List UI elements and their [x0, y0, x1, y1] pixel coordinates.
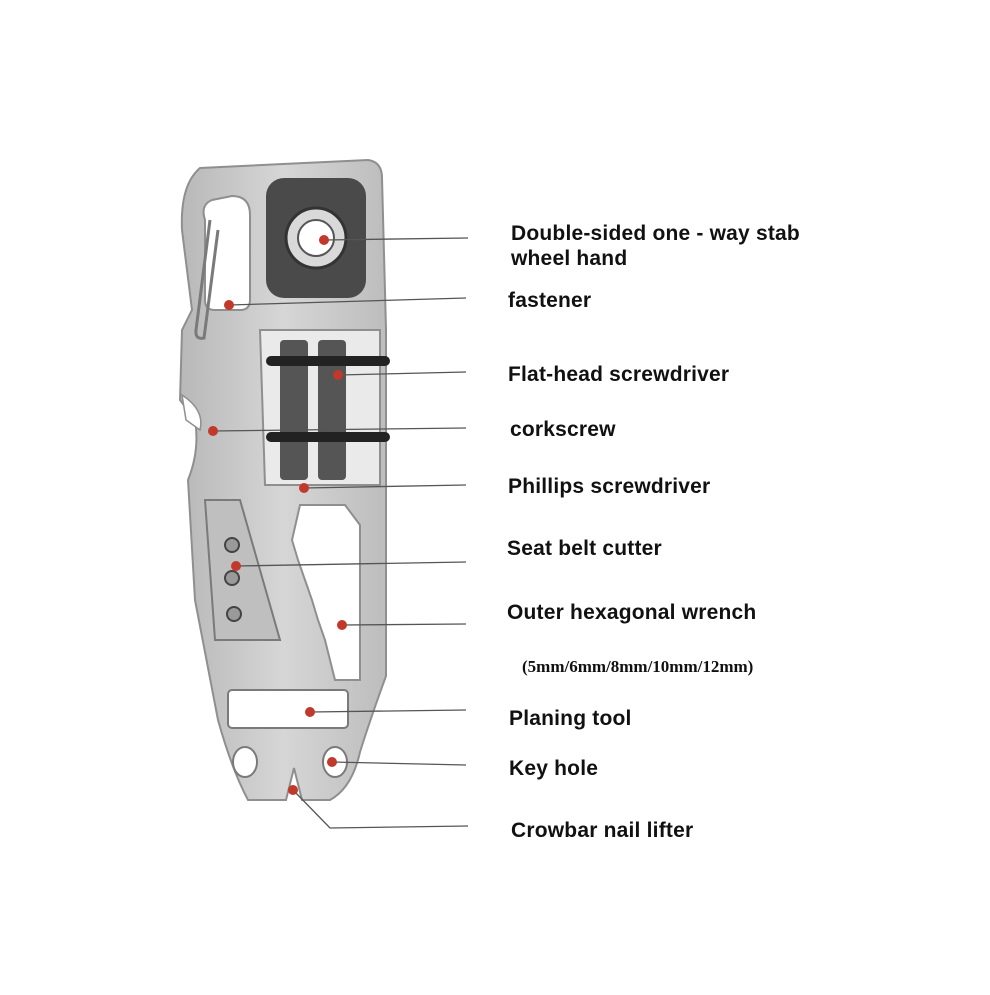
label-fastener: fastener [508, 289, 592, 312]
marker-stab-wheel [319, 235, 329, 245]
blade-screw-1 [224, 537, 240, 553]
marker-planing [305, 707, 315, 717]
label-hex-sizes: (5mm/6mm/8mm/10mm/12mm) [522, 657, 754, 676]
leader-phillips [303, 484, 467, 489]
bottle-opener-notch [180, 393, 202, 432]
blade-screw-3 [226, 606, 242, 622]
label-planing: Planing tool [509, 707, 632, 730]
bit-band-bottom [266, 432, 390, 442]
label-crowbar: Crowbar nail lifter [511, 819, 694, 842]
key-hole-left [232, 746, 258, 778]
marker-crowbar [288, 785, 298, 795]
carabiner-clip [202, 194, 251, 311]
leader-fastener [228, 297, 467, 306]
clip-wire [194, 219, 220, 340]
hex-wrench-cutout [290, 504, 361, 681]
leader-stab-wheel [323, 237, 469, 241]
leader-lines [212, 237, 469, 829]
planing-slot [227, 689, 349, 729]
label-stab-wheel-line1: Double-sided one - way stab [511, 222, 800, 245]
marker-hex-wrench [337, 620, 347, 630]
label-stab-wheel-line2: wheel hand [511, 247, 628, 270]
leader-planing [309, 709, 467, 713]
marker-fastener [224, 300, 234, 310]
marker-corkscrew [208, 426, 218, 436]
leader-corkscrew [212, 427, 467, 432]
bit-band-top [266, 356, 390, 366]
leader-seat-belt [235, 561, 467, 567]
label-key-hole: Key hole [509, 757, 599, 780]
leader-flat-head [337, 371, 467, 376]
leader-hex-wrench [341, 623, 467, 626]
marker-key-hole [327, 757, 337, 767]
leader-key-hole [331, 761, 467, 766]
marker-phillips [299, 483, 309, 493]
flat-head-bit [280, 340, 308, 480]
seat-belt-blade [203, 499, 282, 641]
label-corkscrew: corkscrew [510, 418, 616, 441]
label-seat-belt: Seat belt cutter [507, 537, 662, 560]
marker-dots [208, 235, 347, 795]
blade-screw-2 [224, 570, 240, 586]
marker-flat-head [333, 370, 343, 380]
label-flat-head: Flat-head screwdriver [508, 363, 730, 386]
marker-seat-belt [231, 561, 241, 571]
label-hex-wrench: Outer hexagonal wrench [507, 601, 757, 624]
leader-crowbar [292, 789, 469, 829]
stab-wheel-hole [297, 219, 335, 257]
label-phillips: Phillips screwdriver [508, 475, 711, 498]
